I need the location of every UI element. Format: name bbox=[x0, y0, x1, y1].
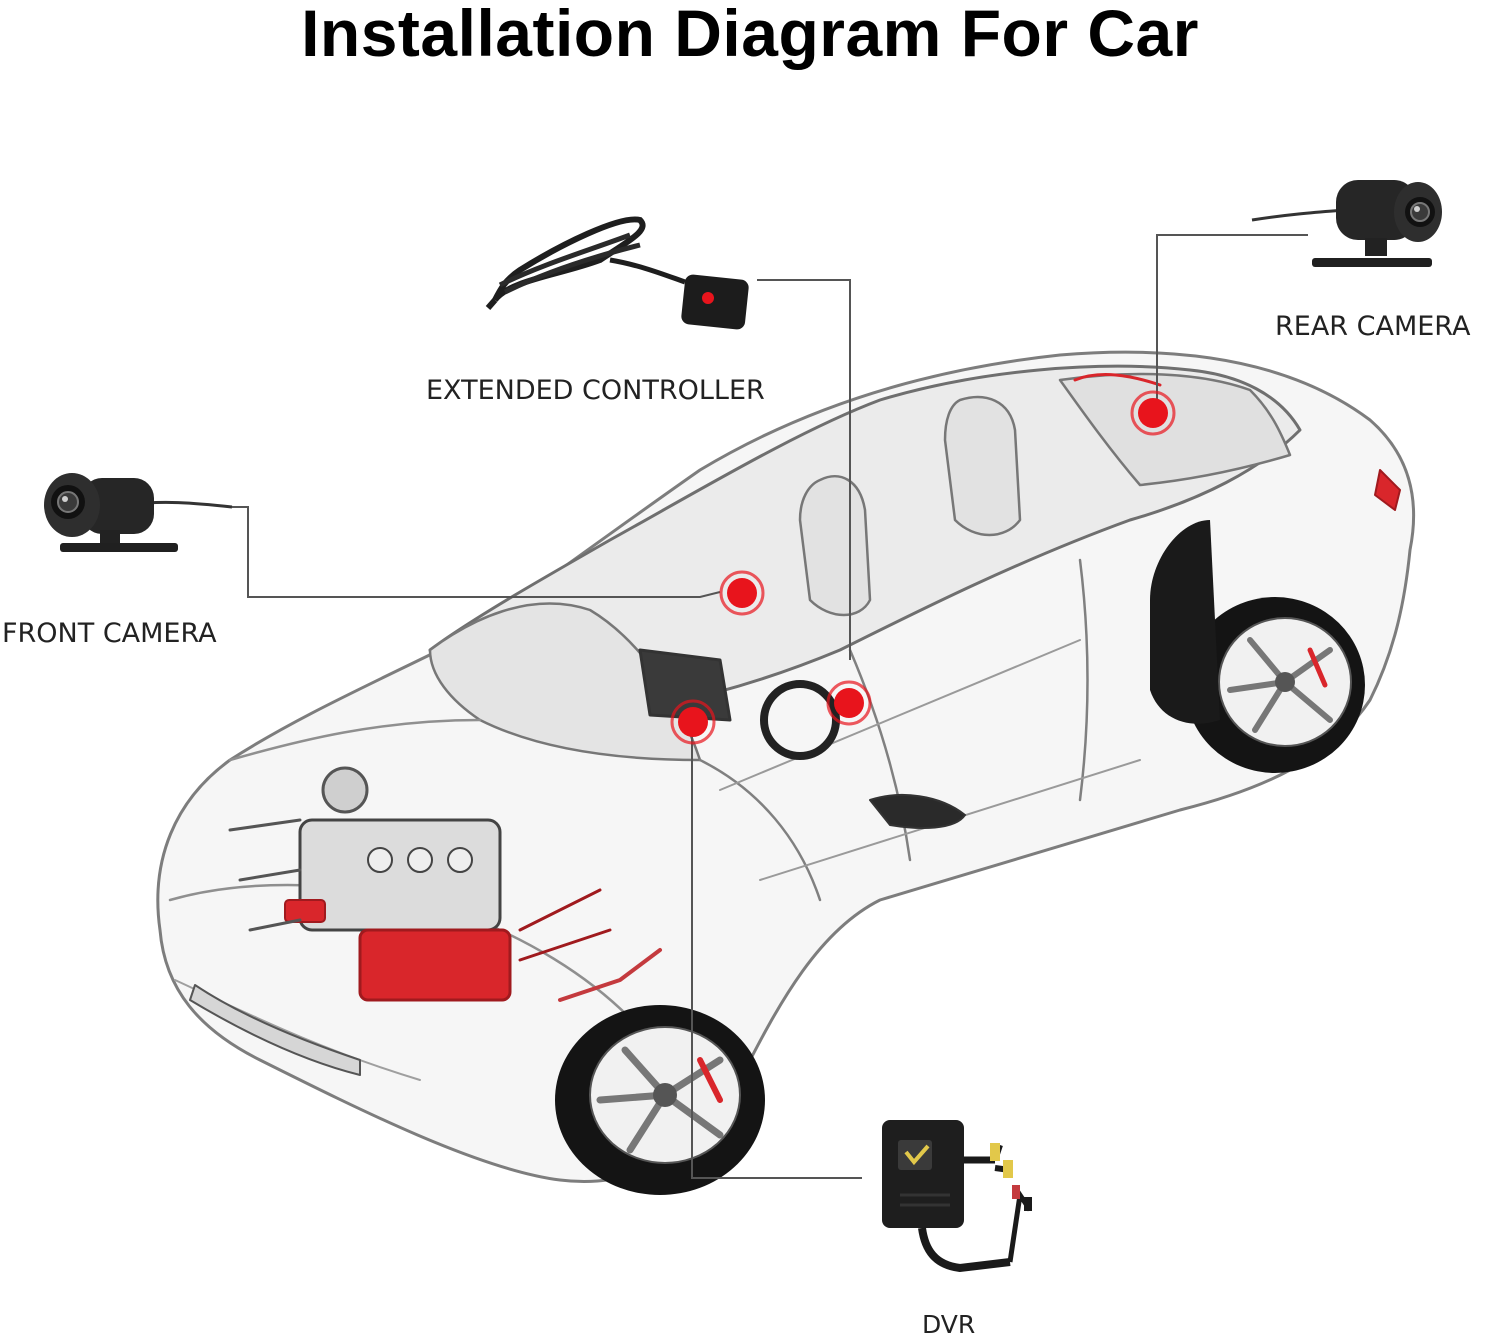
leader-line-dvr bbox=[691, 720, 862, 1179]
car-engine bbox=[228, 766, 662, 1002]
leader-line-rear-camera bbox=[1156, 234, 1308, 408]
car-tail-light bbox=[1374, 469, 1401, 511]
car-rear-glass bbox=[1058, 372, 1292, 487]
extended-controller-label: EXTENDED CONTROLLER bbox=[426, 375, 765, 406]
rear-camera-label: REAR CAMERA bbox=[1275, 311, 1471, 342]
dvr-label: DVR bbox=[922, 1310, 976, 1339]
car-side-mirror bbox=[869, 794, 966, 829]
rear-camera-icon bbox=[1251, 180, 1442, 267]
car-front-seat bbox=[798, 475, 872, 617]
car-illustration bbox=[156, 350, 1416, 1195]
leader-lines bbox=[232, 234, 1308, 1179]
marker-front-camera bbox=[719, 570, 765, 616]
front-camera-icon bbox=[44, 473, 233, 552]
car-rear-seat bbox=[943, 395, 1022, 537]
red-markers bbox=[670, 390, 1176, 745]
marker-extended-controller bbox=[826, 680, 872, 726]
marker-rear-camera bbox=[1130, 390, 1176, 436]
car-rear-wheel bbox=[1185, 597, 1365, 773]
car-headlight bbox=[189, 984, 361, 1076]
leader-line-front-camera bbox=[232, 506, 721, 598]
diagram-title: Installation Diagram For Car bbox=[301, 0, 1199, 70]
leader-line-extended-controller bbox=[757, 279, 851, 660]
dvr-icon bbox=[882, 1120, 1033, 1273]
marker-dvr bbox=[670, 699, 716, 745]
front-camera-label: FRONT CAMERA bbox=[2, 618, 217, 649]
extended-controller-icon bbox=[485, 216, 749, 330]
car-front-wheel bbox=[555, 1005, 765, 1195]
